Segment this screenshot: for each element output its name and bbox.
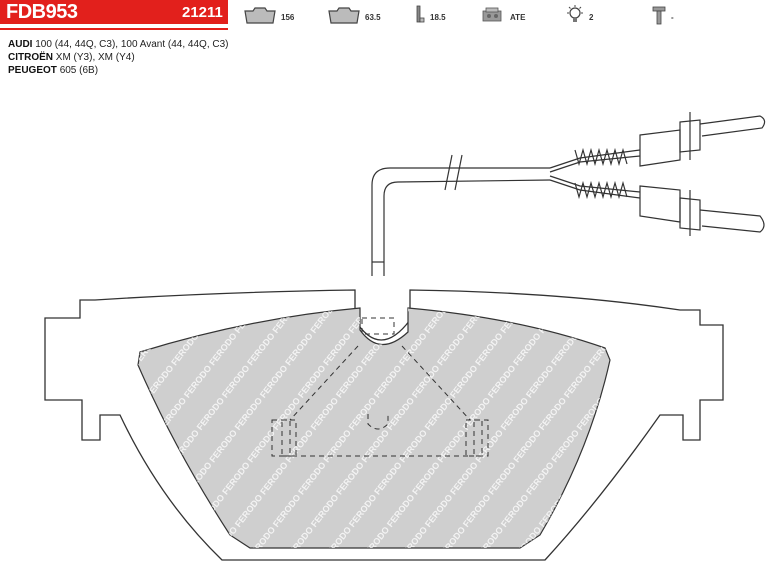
spec-width: 156	[243, 0, 294, 30]
spec-thickness: 18.5	[414, 0, 446, 30]
application-row: CITROËN XM (Y3), XM (Y4)	[8, 51, 229, 64]
application-make: CITROËN	[8, 52, 53, 63]
spec-system: ATE	[480, 0, 525, 30]
header-bar: FDB953 21211	[0, 0, 228, 24]
application-make: PEUGEOT	[8, 65, 57, 76]
spec-height: 63.5	[327, 0, 381, 30]
part-number: FDB953	[6, 1, 78, 23]
pad-thickness-icon	[416, 5, 425, 23]
application-make: AUDI	[8, 39, 33, 50]
spec-height-value: 63.5	[365, 12, 381, 22]
wear-indicator-icon	[567, 5, 583, 22]
header-underline	[0, 28, 228, 30]
application-models: 100 (44, 44Q, C3), 100 Avant (44, 44Q, C…	[35, 39, 229, 50]
pad-height-icon	[328, 7, 360, 24]
reference-number: 21211	[182, 4, 223, 21]
application-row: PEUGEOT 605 (6B)	[8, 64, 229, 77]
application-models: 605 (6B)	[59, 65, 99, 76]
spec-accessories: -	[651, 0, 674, 30]
pad-width-icon	[244, 7, 276, 24]
wear-sensor-wire	[371, 112, 766, 276]
spec-wear-indicator-value: 2	[589, 12, 594, 22]
hidden-lines	[271, 317, 489, 457]
application-row: AUDI 100 (44, 44Q, C3), 100 Avant (44, 4…	[8, 38, 229, 51]
spec-wear-indicator: 2	[565, 0, 593, 30]
spec-system-value: ATE	[510, 12, 526, 22]
spec-accessories-value: -	[671, 12, 674, 22]
accessory-pin-icon	[652, 6, 666, 25]
caliper-system-icon	[482, 7, 502, 22]
application-models: XM (Y3), XM (Y4)	[55, 52, 135, 63]
spec-thickness-value: 18.5	[430, 12, 446, 22]
applications-list: AUDI 100 (44, 44Q, C3), 100 Avant (44, 4…	[8, 38, 229, 77]
spec-width-value: 156	[281, 12, 295, 22]
